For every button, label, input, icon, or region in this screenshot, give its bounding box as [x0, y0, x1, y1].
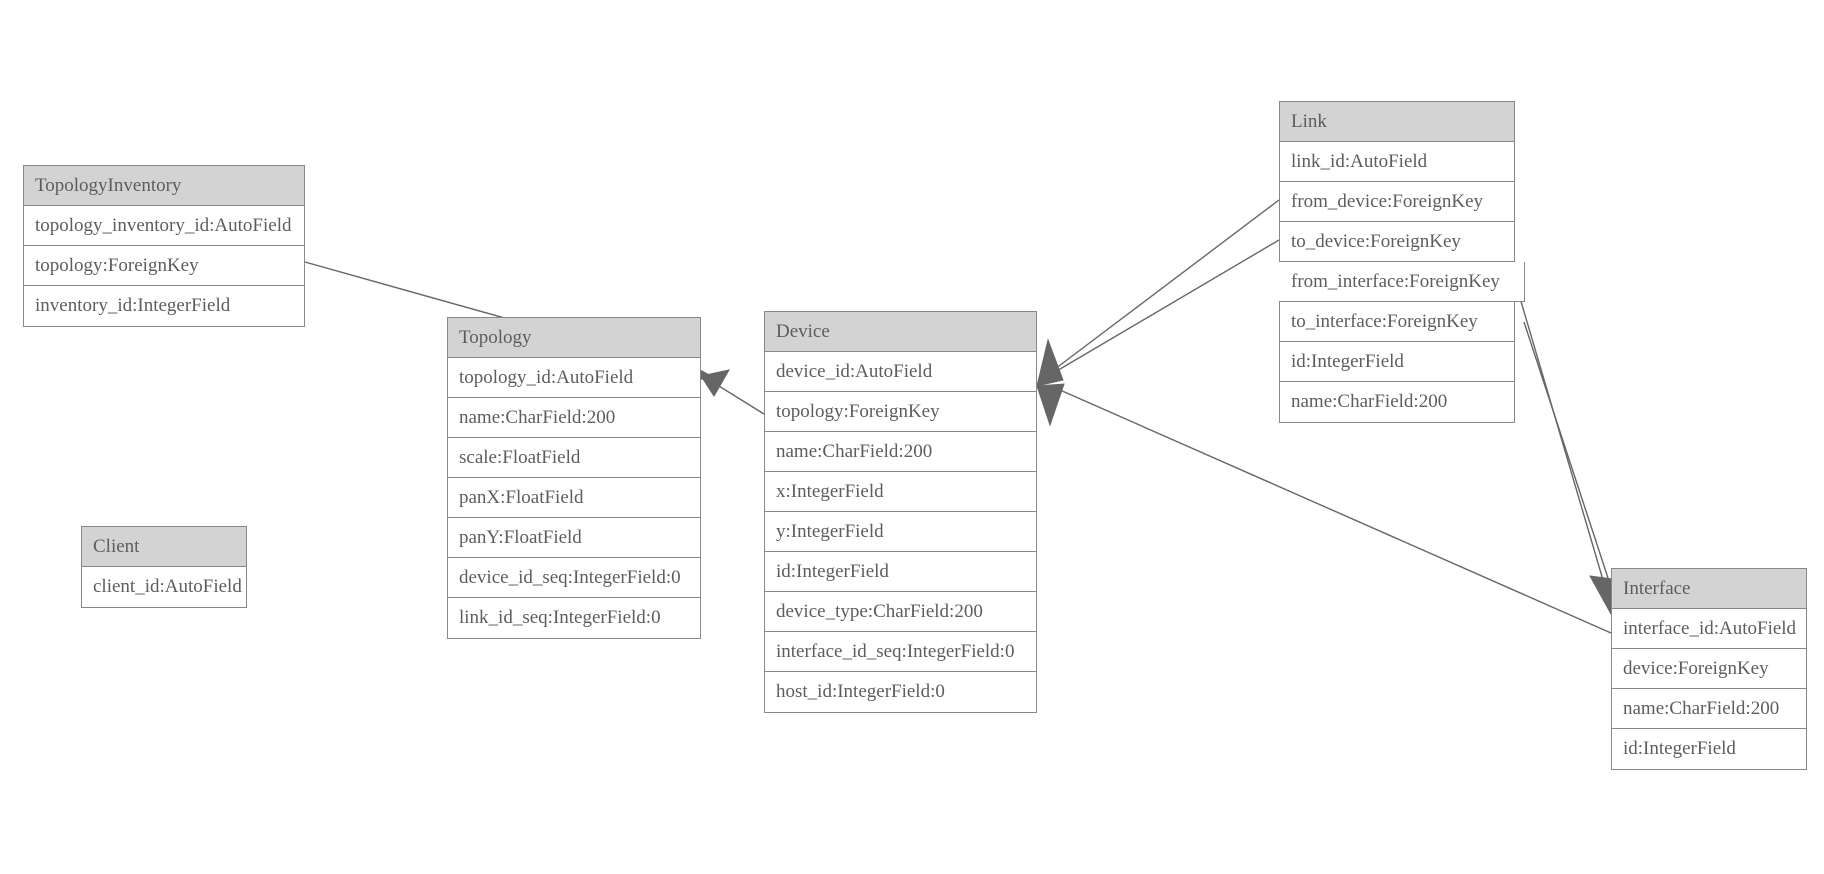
- field-row: name:CharField:200: [448, 398, 700, 438]
- entity-title-device: Device: [765, 312, 1036, 352]
- edge-link-to-device-to-device: [1054, 239, 1280, 373]
- entity-title-client: Client: [82, 527, 246, 567]
- field-row: topology_inventory_id:AutoField: [24, 206, 304, 246]
- field-row: name:CharField:200: [1612, 689, 1806, 729]
- field-row: from_device:ForeignKey: [1280, 182, 1514, 222]
- field-row: topology_id:AutoField: [448, 358, 700, 398]
- entity-interface[interactable]: Interface interface_id:AutoField device:…: [1611, 568, 1807, 770]
- entity-title-topology: Topology: [448, 318, 700, 358]
- field-row: id:IntegerField: [765, 552, 1036, 592]
- field-row: device:ForeignKey: [1612, 649, 1806, 689]
- field-row: name:CharField:200: [765, 432, 1036, 472]
- edge-link-from-interface-to-interface: [1514, 280, 1604, 581]
- field-row: panX:FloatField: [448, 478, 700, 518]
- field-row: host_id:IntegerField:0: [765, 672, 1036, 712]
- field-row: device_id:AutoField: [765, 352, 1036, 392]
- edge-device-to-topology: [700, 369, 765, 415]
- field-row: device_type:CharField:200: [765, 592, 1036, 632]
- field-row: y:IntegerField: [765, 512, 1036, 552]
- field-row: id:IntegerField: [1280, 342, 1514, 382]
- entity-device[interactable]: Device device_id:AutoField topology:Fore…: [764, 311, 1037, 713]
- field-row: to_interface:ForeignKey: [1280, 302, 1514, 342]
- field-row: device_id_seq:IntegerField:0: [448, 558, 700, 598]
- field-row: inventory_id:IntegerField: [24, 286, 304, 326]
- field-row: id:IntegerField: [1612, 729, 1806, 769]
- field-row: topology:ForeignKey: [24, 246, 304, 286]
- field-row: panY:FloatField: [448, 518, 700, 558]
- field-row: scale:FloatField: [448, 438, 700, 478]
- entity-title-interface: Interface: [1612, 569, 1806, 609]
- field-row: client_id:AutoField: [82, 567, 246, 607]
- field-row: x:IntegerField: [765, 472, 1036, 512]
- edge-link-to-interface-to-interface: [1523, 321, 1609, 579]
- field-row: link_id:AutoField: [1280, 142, 1514, 182]
- field-row: to_device:ForeignKey: [1280, 222, 1514, 262]
- edge-link-from-device-to-device: [1054, 199, 1280, 370]
- entity-title-topology-inventory: TopologyInventory: [24, 166, 304, 206]
- field-row: link_id_seq:IntegerField:0: [448, 598, 700, 638]
- field-row: interface_id:AutoField: [1612, 609, 1806, 649]
- entity-topology[interactable]: Topology topology_id:AutoField name:Char…: [447, 317, 701, 639]
- entity-title-link: Link: [1280, 102, 1514, 142]
- field-row: from_interface:ForeignKey: [1279, 262, 1525, 302]
- arrowhead-device-right-upper: [1036, 338, 1064, 387]
- field-row: interface_id_seq:IntegerField:0: [765, 632, 1036, 672]
- entity-client[interactable]: Client client_id:AutoField: [81, 526, 247, 608]
- field-row: name:CharField:200: [1280, 382, 1514, 422]
- entity-link[interactable]: Link link_id:AutoField from_device:Forei…: [1279, 101, 1525, 423]
- field-row: topology:ForeignKey: [765, 392, 1036, 432]
- entity-topology-inventory[interactable]: TopologyInventory topology_inventory_id:…: [23, 165, 305, 327]
